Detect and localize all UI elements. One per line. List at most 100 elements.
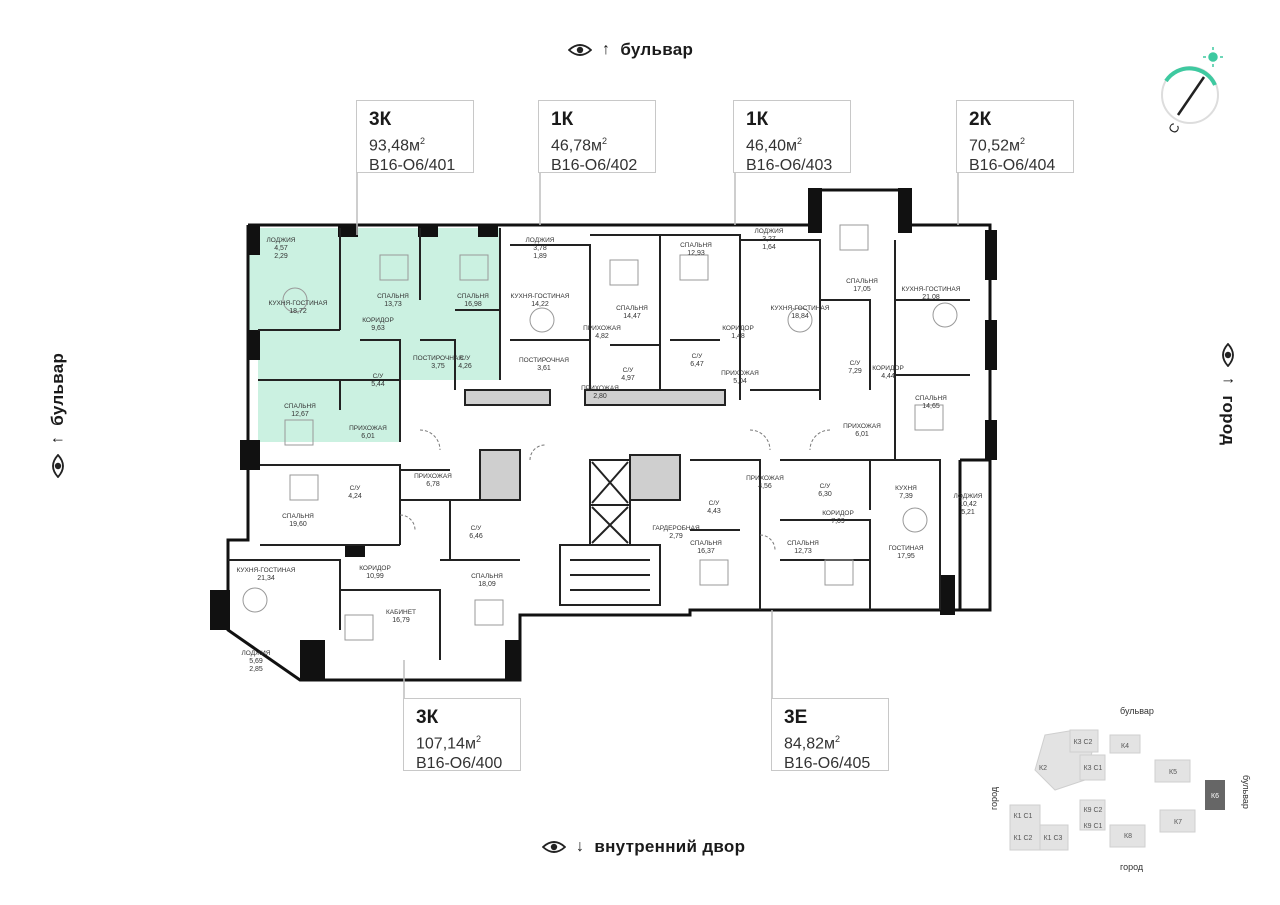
- minimap-section: К7: [1174, 819, 1182, 826]
- room-area: 6,47: [690, 361, 704, 368]
- eye-icon: [542, 841, 566, 853]
- room-name: КОРИДОР: [359, 565, 391, 572]
- apartment-area: 107,14м2: [416, 734, 481, 753]
- room-name: ЛОДЖИЯ: [526, 237, 555, 244]
- room-name: ПРИХОЖАЯ: [583, 325, 621, 332]
- room-name: С/У: [709, 500, 721, 507]
- room-area: 5,44: [371, 381, 385, 388]
- room-name: С/У: [850, 360, 862, 367]
- highlight-apartment-401[interactable]: [248, 228, 500, 442]
- room-name: КУХНЯ-ГОСТИНАЯ: [771, 305, 830, 312]
- room-name: СПАЛЬНЯ: [846, 278, 878, 285]
- minimap-top-label: бульвар: [1120, 706, 1154, 716]
- apartment-card-404[interactable]: 2К 70,52м2 В16-О6/404: [956, 100, 1074, 175]
- room-name: СПАЛЬНЯ: [282, 513, 314, 520]
- minimap-section: К9 С2: [1084, 807, 1103, 814]
- minimap-section: К1 С3: [1044, 835, 1063, 842]
- arrow-up-icon: ↑: [49, 435, 66, 444]
- apartment-card-405[interactable]: 3Е 84,82м2 В16-О6/405: [771, 698, 889, 772]
- room-area: 16,79: [392, 617, 410, 624]
- room-area: 4,56: [758, 483, 772, 490]
- minimap-section: К6: [1211, 793, 1219, 800]
- apartment-card-403[interactable]: 1К 46,40м2 В16-О6/403: [733, 100, 851, 174]
- minimap-section: К3 С2: [1074, 739, 1093, 746]
- apartment-code: В16-О6/401: [369, 157, 456, 175]
- room-area: 6,78: [426, 481, 440, 488]
- room-area: 6,01: [361, 433, 375, 440]
- room-area: 4,97: [621, 375, 635, 382]
- minimap-direction-labels: бульвар город город бульвар: [989, 706, 1251, 872]
- room-area: 14,47: [623, 313, 641, 320]
- room-name: С/У: [623, 367, 635, 374]
- room-area: 12,73: [794, 548, 812, 555]
- room-area: 12,93: [687, 250, 705, 257]
- room-name: С/У: [350, 485, 362, 492]
- apartment-type: 3К: [416, 707, 439, 728]
- room-area: 7,09: [831, 518, 845, 525]
- room-area: 13,73: [384, 301, 402, 308]
- room-area: 4,26: [458, 363, 472, 370]
- room-area: 12,67: [291, 411, 309, 418]
- eye-icon: [1222, 343, 1234, 367]
- room-area: 1,64: [762, 244, 776, 251]
- site-minimap: К2 К3 С2 К3 С1 К4 К5 К6 К7 К8 К9 С2 К9 С…: [989, 706, 1251, 872]
- compass-icon: С: [1161, 47, 1223, 135]
- room-name: ПРИХОЖАЯ: [349, 425, 387, 432]
- room-area: 21,08: [922, 294, 940, 301]
- minimap-section: К9 С1: [1084, 823, 1103, 830]
- room-area: 14,65: [922, 403, 940, 410]
- room-area: 2,85: [249, 666, 263, 673]
- apartment-card-402[interactable]: 1К 46,78м2 В16-О6/402: [538, 100, 656, 174]
- minimap-section: К2: [1039, 765, 1047, 772]
- room-name: ПРИХОЖАЯ: [581, 385, 619, 392]
- room-name: КОРИДОР: [822, 510, 854, 517]
- room-name: СПАЛЬНЯ: [915, 395, 947, 402]
- room-name: ПРИХОЖАЯ: [721, 370, 759, 377]
- room-area: 16,98: [464, 301, 482, 308]
- room-name: СПАЛЬНЯ: [471, 573, 503, 580]
- apartment-type: 2К: [969, 109, 992, 130]
- room-name: ПРИХОЖАЯ: [414, 473, 452, 480]
- arrow-up-icon: ↑: [1220, 377, 1237, 386]
- room-area: 5,21: [961, 509, 975, 516]
- room-area: 2,79: [669, 533, 683, 540]
- room-name: СПАЛЬНЯ: [284, 403, 316, 410]
- apartment-card-400[interactable]: 3К 107,14м2 В16-О6/400: [403, 698, 521, 772]
- sun-icon: [1203, 47, 1223, 67]
- building-core: [464, 389, 726, 606]
- room-name: КАБИНЕТ: [386, 609, 416, 616]
- eye-icon: [568, 44, 592, 56]
- apartment-card-401[interactable]: 3К 93,48м2 В16-О6/401: [356, 100, 474, 175]
- direction-bottom: ↓ внутренний двор: [542, 837, 745, 857]
- apartment-code: В16-О6/404: [969, 157, 1056, 175]
- room-name: СПАЛЬНЯ: [616, 305, 648, 312]
- eye-icon: [52, 454, 64, 478]
- arrow-down-icon: ↓: [576, 838, 585, 855]
- room-area: 18,84: [791, 313, 809, 320]
- room-name: С/У: [460, 355, 472, 362]
- room-name: ЛОДЖИЯ: [267, 237, 296, 244]
- room-name: КУХНЯ-ГОСТИНАЯ: [237, 567, 296, 574]
